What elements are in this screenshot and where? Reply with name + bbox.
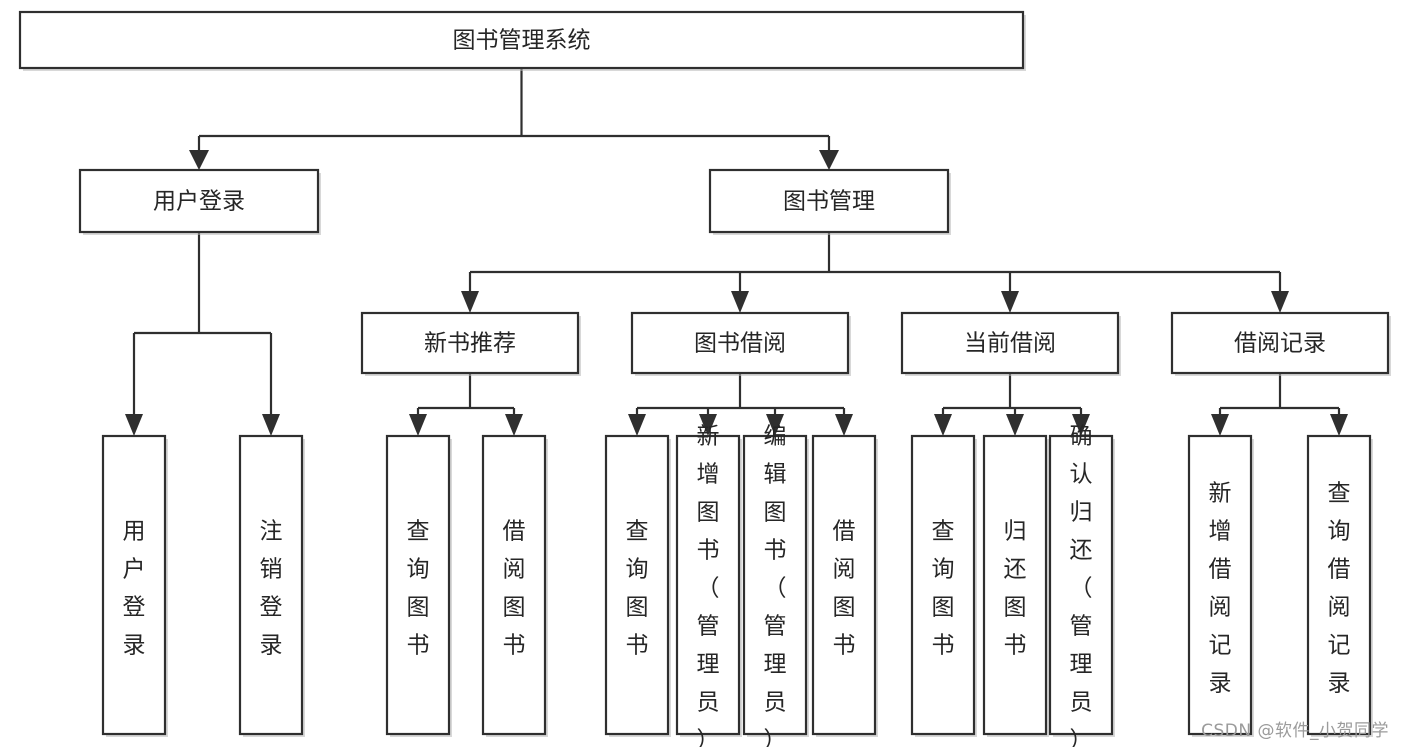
node-label: 用户登录 xyxy=(153,189,245,215)
node-level2-1[interactable]: 用户登录 xyxy=(78,168,321,235)
arrow-record-leaf2 xyxy=(1330,414,1348,436)
node-leaf-3[interactable]: 查询图书 xyxy=(385,434,452,737)
node-leaf-7[interactable]: 编辑图书（管理员） xyxy=(742,424,809,747)
node-leaf-8[interactable]: 借阅图书 xyxy=(811,434,878,737)
node-label: 归还图书 xyxy=(1004,519,1027,659)
arrow-bookmgmt-record xyxy=(1271,291,1289,313)
node-layer: 图书管理系统用户登录图书管理新书推荐图书借阅当前借阅借阅记录用户登录注销登录查询… xyxy=(18,10,1391,747)
watermark-credit: CSDN @软件_小贺同学 xyxy=(1201,721,1389,741)
arrow-userlogin-leaf1 xyxy=(125,414,143,436)
node-box[interactable] xyxy=(675,434,741,736)
node-leaf-12[interactable]: 新增借阅记录 xyxy=(1187,434,1254,737)
node-leaf-11[interactable]: 确认归还（管理员） xyxy=(1048,424,1115,747)
arrow-newbook-leaf2 xyxy=(505,414,523,436)
node-label: 注销登录 xyxy=(260,519,283,659)
node-box[interactable] xyxy=(360,311,580,375)
node-box[interactable] xyxy=(910,434,976,736)
node-box[interactable] xyxy=(708,168,950,234)
arrow-userlogin-leaf2 xyxy=(262,414,280,436)
arrow-record-leaf1 xyxy=(1211,414,1229,436)
node-label: 当前借阅 xyxy=(964,331,1056,357)
node-box[interactable] xyxy=(101,434,167,736)
node-box[interactable] xyxy=(811,434,877,736)
node-label: 借阅图书 xyxy=(503,519,526,659)
node-leaf-1[interactable]: 用户登录 xyxy=(101,434,168,737)
node-leaf-6[interactable]: 新增图书（管理员） xyxy=(675,424,742,747)
node-label: 图书管理系统 xyxy=(453,28,591,54)
node-box[interactable] xyxy=(1048,434,1114,736)
node-box[interactable] xyxy=(18,10,1025,70)
node-leaf-10[interactable]: 归还图书 xyxy=(982,434,1049,737)
node-box[interactable] xyxy=(1187,434,1253,736)
node-label: 用户登录 xyxy=(123,519,146,659)
arrow-current-leaf2 xyxy=(1006,414,1024,436)
node-box[interactable] xyxy=(238,434,304,736)
node-box[interactable] xyxy=(1170,311,1390,375)
node-box[interactable] xyxy=(481,434,547,736)
arrow-current-leaf3 xyxy=(1072,414,1090,436)
node-label: 查询图书 xyxy=(626,519,649,659)
node-label: 新增图书（管理员） xyxy=(697,424,720,747)
node-level3-4[interactable]: 借阅记录 xyxy=(1170,311,1391,376)
node-box[interactable] xyxy=(630,311,850,375)
node-box[interactable] xyxy=(1306,434,1372,736)
arrow-root-to-bookmgmt xyxy=(819,150,839,170)
node-level3-2[interactable]: 图书借阅 xyxy=(630,311,851,376)
arrow-bookmgmt-current xyxy=(1001,291,1019,313)
node-leaf-9[interactable]: 查询图书 xyxy=(910,434,977,737)
node-label: 借阅图书 xyxy=(833,519,856,659)
node-root-system[interactable]: 图书管理系统 xyxy=(18,10,1026,71)
arrow-bookmgmt-borrow xyxy=(731,291,749,313)
node-label: 图书管理 xyxy=(783,189,875,215)
arrow-borrow-leaf2 xyxy=(699,414,717,436)
node-box[interactable] xyxy=(982,434,1048,736)
node-level3-3[interactable]: 当前借阅 xyxy=(900,311,1121,376)
node-leaf-13[interactable]: 查询借阅记录 xyxy=(1306,434,1373,737)
node-label: 借阅记录 xyxy=(1234,331,1326,357)
arrow-bookmgmt-newbook xyxy=(461,291,479,313)
node-label: 新增借阅记录 xyxy=(1209,481,1232,697)
node-label: 图书借阅 xyxy=(694,331,786,357)
arrow-borrow-leaf1 xyxy=(628,414,646,436)
node-label: 编辑图书（管理员） xyxy=(764,424,787,747)
node-label: 查询借阅记录 xyxy=(1328,481,1351,697)
node-label: 查询图书 xyxy=(407,519,430,659)
node-leaf-4[interactable]: 借阅图书 xyxy=(481,434,548,737)
node-level2-2[interactable]: 图书管理 xyxy=(708,168,951,235)
node-box[interactable] xyxy=(742,434,808,736)
node-level3-1[interactable]: 新书推荐 xyxy=(360,311,581,376)
arrow-root-to-userlogin xyxy=(189,150,209,170)
arrow-current-leaf1 xyxy=(934,414,952,436)
connector-layer xyxy=(125,68,1348,436)
node-box[interactable] xyxy=(604,434,670,736)
arrow-borrow-leaf3 xyxy=(766,414,784,436)
node-box[interactable] xyxy=(385,434,451,736)
node-box[interactable] xyxy=(78,168,320,234)
node-label: 查询图书 xyxy=(932,519,955,659)
node-leaf-5[interactable]: 查询图书 xyxy=(604,434,671,737)
node-box[interactable] xyxy=(900,311,1120,375)
arrow-borrow-leaf4 xyxy=(835,414,853,436)
node-label: 确认归还（管理员） xyxy=(1070,424,1093,747)
node-label: 新书推荐 xyxy=(424,331,516,357)
node-leaf-2[interactable]: 注销登录 xyxy=(238,434,305,737)
arrow-newbook-leaf1 xyxy=(409,414,427,436)
